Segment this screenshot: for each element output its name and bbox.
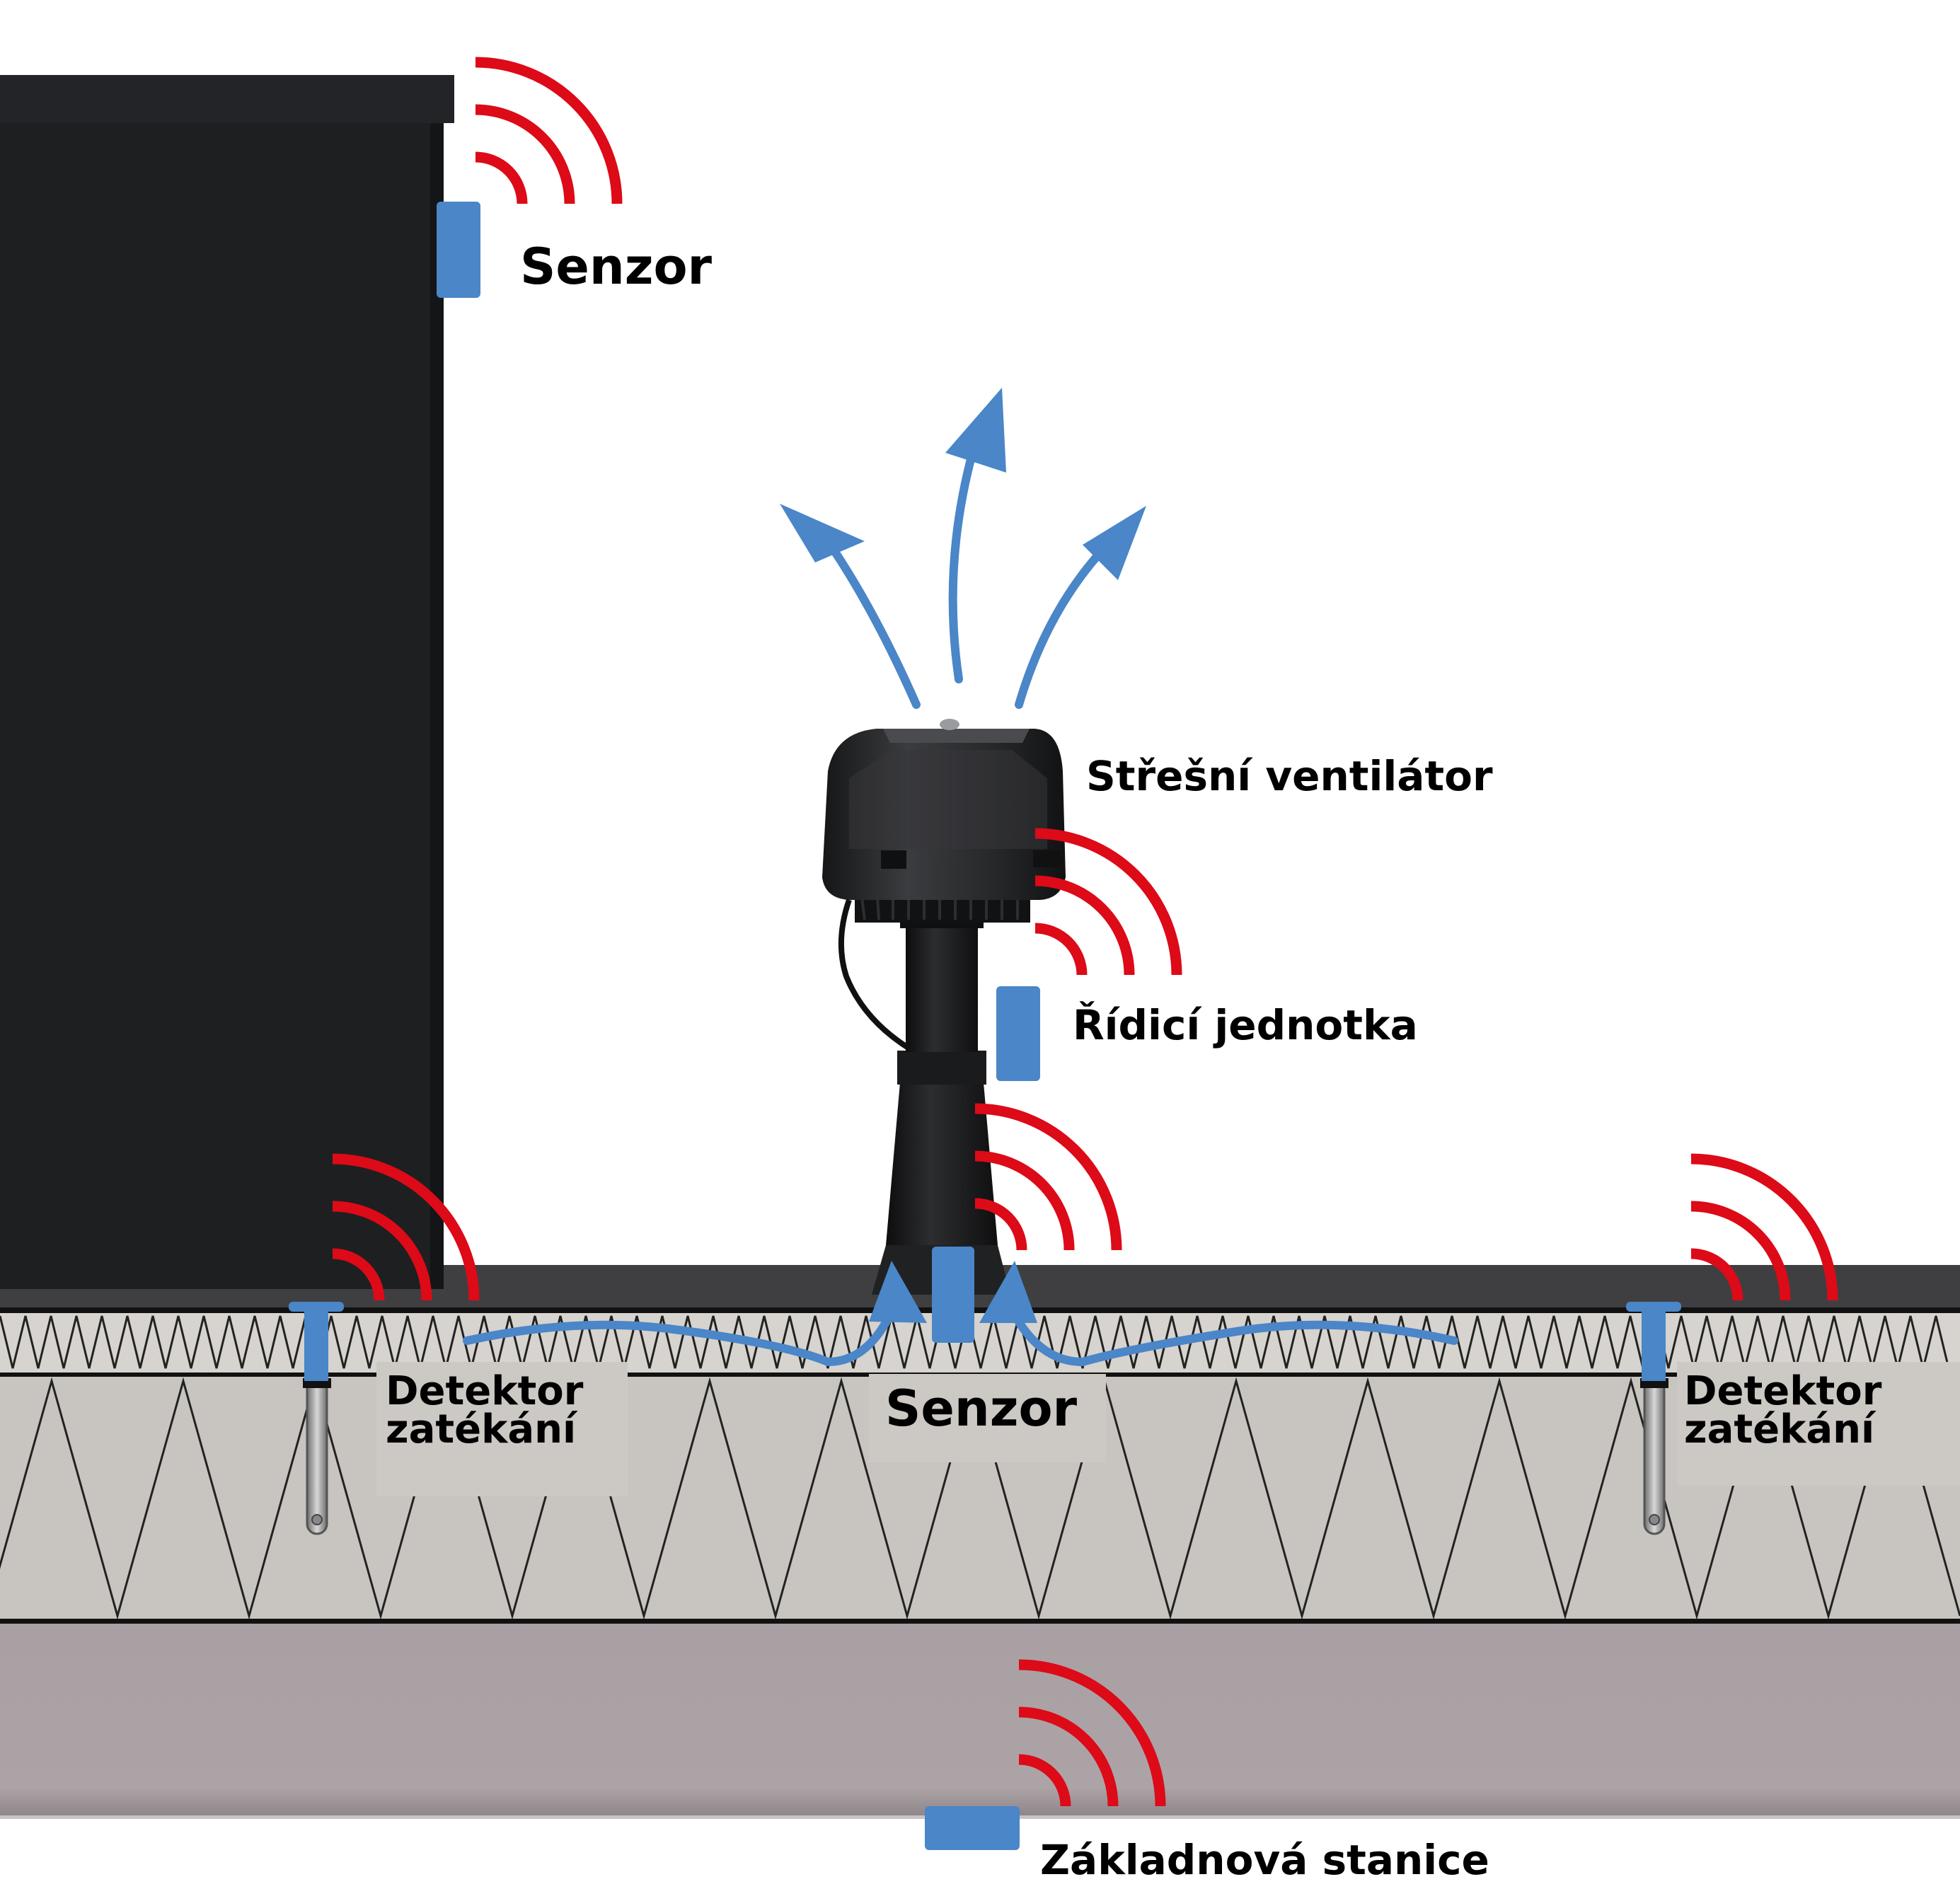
wireless-arc: [332, 1248, 385, 1301]
wireless-arc: [974, 1150, 1075, 1251]
control-unit-label: Řídicí jednotka: [1073, 1001, 1418, 1049]
label-backdrop-left: [376, 1362, 628, 1496]
label-backdrop-right: [1677, 1362, 1960, 1486]
base-station-label: Základnová stanice: [1040, 1836, 1489, 1884]
wireless-arc: [332, 1201, 432, 1301]
wireless-signal-icon: [475, 57, 623, 204]
wireless-signals: [332, 57, 1838, 1807]
leak-detector-right-line2: zatékání: [1684, 1406, 1875, 1452]
wireless-arc: [332, 1153, 480, 1301]
wireless-arc: [1034, 875, 1135, 976]
wireless-signal-icon: [1018, 1659, 1166, 1807]
wireless-signal-icon: [1690, 1153, 1838, 1301]
sensor-top-label: Senzor: [520, 238, 713, 296]
wireless-arc: [1018, 1659, 1166, 1807]
leak-detector-left: [289, 1302, 344, 1535]
leak-detector-left-label: Detektor zatékání: [386, 1368, 584, 1452]
roof-fan: [822, 719, 1066, 1295]
leak-detector-right: [1626, 1302, 1681, 1535]
wireless-arc: [1690, 1153, 1838, 1301]
wireless-arc: [1034, 828, 1182, 976]
roof-fan-label: Střešní ventilátor: [1086, 752, 1493, 800]
concrete-slab: [0, 1624, 1960, 1819]
leak-detector-right-label: Detektor zatékání: [1684, 1368, 1882, 1452]
wireless-arc: [1690, 1248, 1743, 1301]
airflow-arrowheads: [780, 388, 1146, 1323]
base-station-device-icon: [925, 1806, 1020, 1850]
leak-detector-left-line1: Detektor: [386, 1368, 584, 1414]
sensor-top-device-icon: [437, 202, 480, 298]
wireless-arc: [1018, 1706, 1119, 1807]
wireless-arc: [974, 1198, 1027, 1251]
sensor-bottom-label: Senzor: [885, 1380, 1078, 1438]
wall: [0, 75, 454, 1290]
wireless-arc: [475, 57, 623, 204]
wireless-signal-icon: [974, 1103, 1122, 1251]
wireless-arc: [1034, 923, 1088, 976]
wireless-arc: [475, 151, 528, 204]
wireless-arc: [974, 1103, 1122, 1251]
sensor-bottom-device-icon: [932, 1247, 974, 1343]
wireless-arc: [1018, 1754, 1071, 1807]
wireless-signal-icon: [1034, 828, 1182, 976]
wireless-arc: [475, 104, 575, 204]
control-unit-device-icon: [996, 986, 1040, 1081]
leak-detector-right-line1: Detektor: [1684, 1368, 1882, 1414]
leak-detector-left-line2: zatékání: [386, 1406, 577, 1452]
wireless-arc: [1690, 1201, 1791, 1301]
airflow-arrow-icon: [463, 434, 1458, 1367]
wireless-signal-icon: [332, 1153, 480, 1301]
label-backdrop-center: [869, 1374, 1106, 1462]
